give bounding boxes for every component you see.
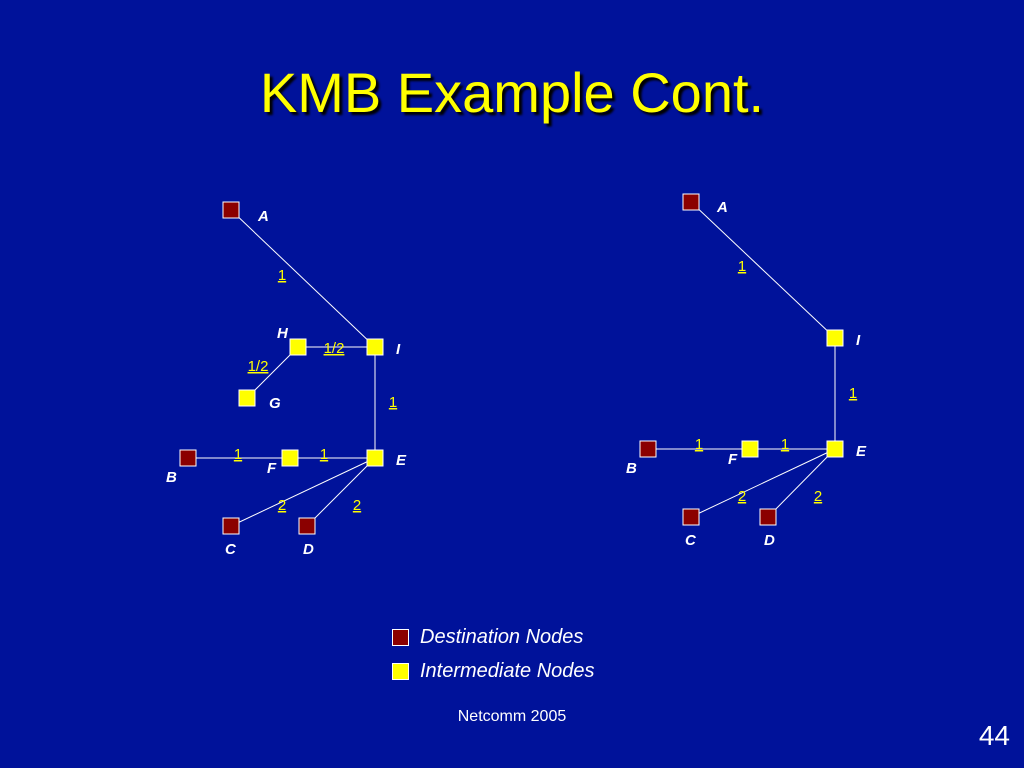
label-layer: 1 1/2 1/2 1 1 1 2 2 A H I G B F E C D 1 1 1 1 2 2 A I B F E C D [166,199,867,558]
legend-label-destination: Destination Nodes [420,625,584,648]
left-node-label-A: A [257,208,269,225]
legend-item-destination: Destination Nodes [392,620,595,654]
left-node-I [366,338,384,356]
right-edge-E-C [690,448,836,518]
right-edge-weight-B-F: 1 [695,436,703,453]
left-edge-weight-E-D: 2 [353,497,361,514]
left-edge-weight-A-I: 1 [278,267,286,284]
left-edge-weight-H-I: 1/2 [324,340,345,357]
right-node-label-A: A [716,199,728,216]
left-node-label-B: B [166,469,177,486]
left-edge-weight-F-E: 1 [320,446,328,463]
right-edge-weight-F-E: 1 [781,436,789,453]
right-node-B [639,440,657,458]
right-node-A [682,193,700,211]
left-node-H [289,338,307,356]
intermediate-node-swatch-icon [392,662,409,680]
right-edge-weight-A-I: 1 [738,258,746,275]
right-node-label-E: E [856,443,867,460]
left-edge-weight-I-E: 1 [389,394,397,411]
right-edge-weight-E-C: 2 [738,488,746,505]
right-edge-weight-I-E: 1 [849,385,857,402]
left-node-E [366,449,384,467]
left-node-label-G: G [269,395,281,412]
legend-label-intermediate: Intermediate Nodes [420,659,595,682]
right-node-label-D: D [764,532,775,549]
footer-text: Netcomm 2005 [457,708,567,725]
left-node-G [238,389,256,407]
left-node-A [222,201,240,219]
right-edge-weight-E-D: 2 [814,488,822,505]
left-edge-weight-E-C: 2 [278,497,286,514]
right-node-label-C: C [685,532,697,549]
left-edge-E-C [230,457,376,527]
left-node-label-E: E [396,452,407,469]
right-edge-A-I [690,201,836,339]
right-node-label-F: F [728,451,738,468]
node-layer [179,193,844,535]
left-node-label-C: C [225,541,237,558]
left-node-label-I: I [396,341,401,358]
left-edge-weight-B-F: 1 [234,446,242,463]
right-node-F [741,440,759,458]
left-edge-A-I [230,209,376,348]
destination-node-swatch-icon [392,628,409,646]
right-node-I [826,329,844,347]
left-edge-E-D [306,457,376,527]
page-number: 44 [978,720,1010,751]
legend: Destination Nodes Intermediate Nodes [392,620,595,688]
right-node-E [826,440,844,458]
right-edge-E-D [767,448,836,518]
edge-layer [188,201,836,527]
left-node-label-F: F [267,460,277,477]
left-edge-weight-H-G: 1/2 [248,358,269,375]
left-node-label-D: D [303,541,314,558]
right-node-label-B: B [626,460,637,477]
left-node-D [298,517,316,535]
right-node-label-I: I [856,332,861,349]
left-node-C [222,517,240,535]
left-node-label-H: H [277,325,289,342]
legend-item-intermediate: Intermediate Nodes [392,654,595,688]
slide-title: KMB Example Cont. [259,61,765,124]
right-node-D [759,508,777,526]
right-node-C [682,508,700,526]
left-node-F [281,449,299,467]
left-node-B [179,449,197,467]
